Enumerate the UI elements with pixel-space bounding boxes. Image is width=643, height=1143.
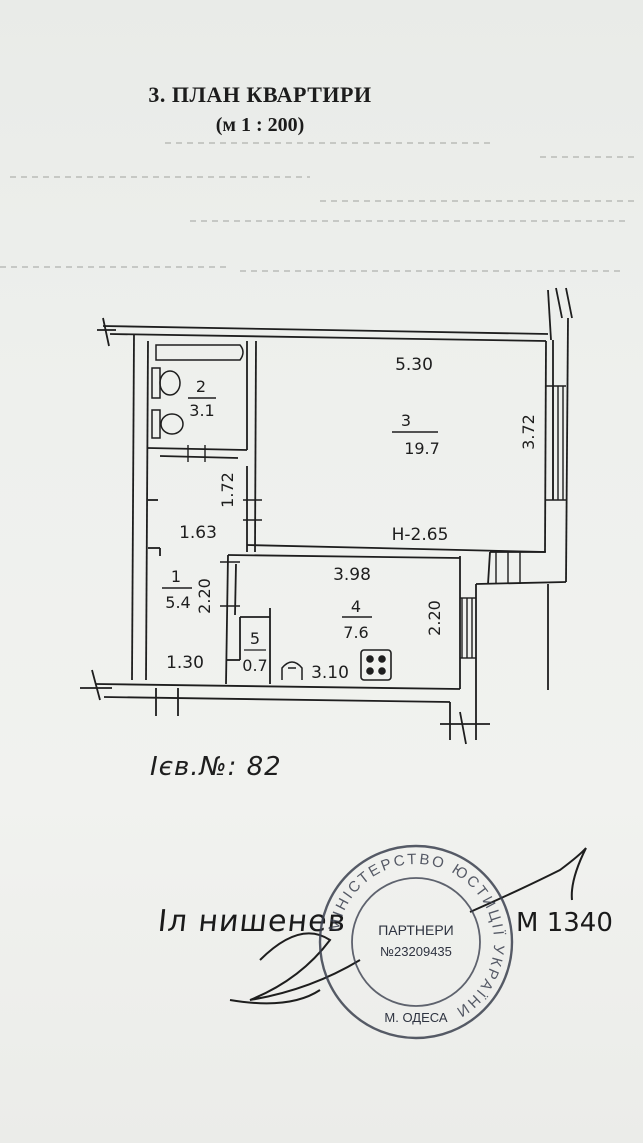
- stamp-city: М. ОДЕСА: [384, 1010, 448, 1025]
- dim-corridor-width: 1.63: [179, 523, 217, 543]
- dim-corridor-lower: 2.20: [195, 578, 214, 614]
- bleed-through-line: [165, 142, 495, 144]
- bleed-through-line: [10, 176, 310, 178]
- window-room-3: [546, 385, 566, 501]
- room-3-number: 3: [401, 411, 411, 430]
- dim-corridor-upper: 1.72: [218, 472, 237, 508]
- room-4-area: 7.6: [343, 623, 368, 642]
- dim-ceiling-height: Н-2.65: [392, 525, 449, 545]
- bleed-through-line: [190, 220, 630, 222]
- dim-room3-height: 3.72: [519, 414, 538, 450]
- stamp-code: №23209435: [380, 944, 452, 959]
- bleed-through-line: [540, 156, 635, 158]
- dim-corridor-bottom: 1.30: [166, 653, 204, 673]
- outer-walls: [80, 287, 573, 745]
- dim-kitchen-bottom: 3.10: [311, 663, 349, 683]
- bathtub-icon: [155, 344, 244, 361]
- door-ticks: [187, 445, 521, 607]
- dim-room3-width: 5.30: [395, 355, 433, 375]
- room-2-area: 3.1: [189, 401, 214, 420]
- handwritten-note: Ієв.№: 82: [150, 752, 282, 782]
- interior-walls: [147, 340, 547, 685]
- stamp-company: ПАРТНЕРИ: [378, 922, 454, 938]
- window-kitchen: [460, 597, 476, 659]
- dim-kitchen-height: 2.20: [425, 600, 444, 636]
- signature-number: М 1340: [516, 908, 613, 938]
- dimension-labels: 5.30 3.72 Н-2.65 1.72 1.63 2.20 1.30 3.9…: [166, 355, 538, 683]
- plan-scale: (м 1 : 200): [215, 114, 305, 136]
- plan-title: 3. ПЛАН КВАРТИРИ: [148, 82, 372, 107]
- stamp-rings: МІНІСТЕРСТВО ЮСТИЦІЇ УКРАЇНИ: [318, 844, 514, 1040]
- company-stamp: МІНІСТЕРСТВО ЮСТИЦІЇ УКРАЇНИ ПАРТНЕРИ №2…: [316, 842, 516, 1042]
- dim-kitchen-width: 3.98: [333, 565, 371, 585]
- room-2-number: 2: [196, 377, 206, 396]
- bleed-through-line: [320, 200, 635, 202]
- room-5-number: 5: [250, 629, 260, 648]
- room-5-area: 0.7: [242, 656, 267, 675]
- room-labels: 2 3.1 3 19.7 1 5.4 4 7.6 5 0.7: [162, 377, 440, 675]
- toilet-icon: [151, 367, 181, 399]
- room-3-area: 19.7: [404, 439, 440, 458]
- room-1-number: 1: [171, 567, 181, 586]
- room-4-number: 4: [351, 597, 361, 616]
- sink-icon: [151, 409, 184, 439]
- stove-icon: [360, 649, 392, 681]
- room-1-area: 5.4: [165, 593, 190, 612]
- bleed-through-line: [240, 270, 620, 272]
- kitchen-sink-icon: [281, 661, 303, 680]
- bleed-through-line: [0, 266, 230, 268]
